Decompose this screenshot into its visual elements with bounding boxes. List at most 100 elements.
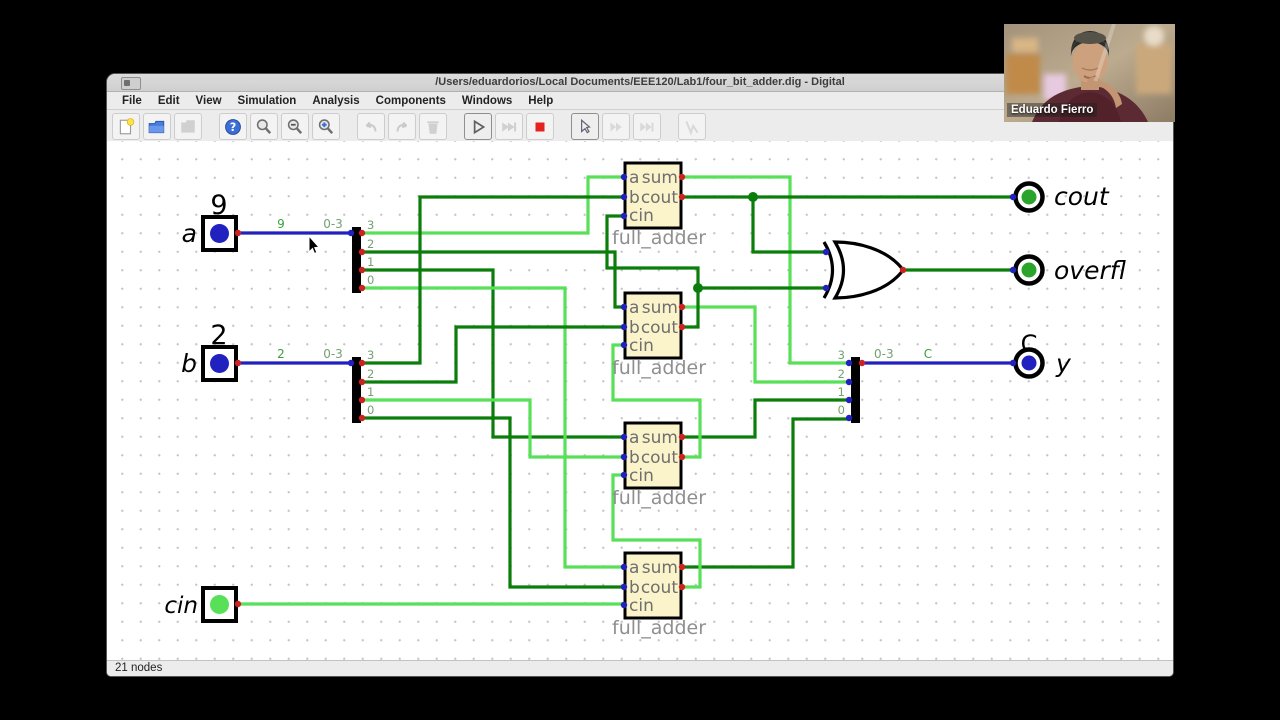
fa1-pin-cout: cout — [641, 448, 679, 468]
zoom-fit-button[interactable] — [250, 113, 278, 140]
wire-b3[interactable] — [362, 195, 624, 365]
run-micro-icon — [640, 122, 654, 131]
fa2-pin-cout: cout — [641, 318, 679, 338]
fa3-pin-cin: cin — [629, 206, 654, 226]
a-bus-value: 9 — [277, 217, 285, 231]
menu-edit[interactable]: Edit — [157, 94, 180, 107]
fa0-pin-a: a — [629, 558, 639, 578]
menu-file[interactable]: File — [122, 94, 142, 107]
zoom-in-icon — [318, 118, 334, 134]
webcam-name-tag: Eduardo Fierro — [1007, 103, 1098, 117]
output-cout-label: cout — [1054, 182, 1110, 211]
wire-a3[interactable] — [362, 175, 624, 235]
fa2-pin-a: a — [629, 298, 639, 318]
zoom-out-button[interactable] — [281, 113, 309, 140]
fa1-label: full_adder — [612, 487, 706, 509]
fa3-pin-a: a — [629, 168, 639, 188]
fa0-pin-cout: cout — [641, 578, 679, 598]
fa2-label: full_adder — [612, 357, 706, 379]
merger-bit3: 3 — [838, 348, 845, 362]
run-to-break-button[interactable] — [571, 113, 599, 140]
output-y-state — [1021, 355, 1037, 371]
full-adder-3[interactable]: a sum b cout cin full_adder — [612, 161, 706, 249]
fa1-pin-b: b — [629, 448, 640, 468]
circuit-canvas[interactable]: a 9 9 0-3 b 2 2 0-3 cin 3 2 — [107, 141, 1173, 660]
wire-sum3[interactable] — [683, 175, 848, 365]
wire-b2[interactable] — [362, 325, 624, 384]
merger-y[interactable] — [851, 357, 860, 423]
menu-help[interactable]: Help — [528, 94, 554, 107]
stop-button[interactable] — [526, 113, 554, 140]
fa0-label: full_adder — [612, 617, 706, 639]
menu-analysis[interactable]: Analysis — [312, 94, 360, 107]
window-proxy-icon[interactable] — [121, 77, 141, 90]
splitter-a-bit3: 3 — [367, 218, 374, 232]
output-y-label: y — [1055, 349, 1072, 378]
input-a-label: a — [182, 219, 197, 248]
xor-gate[interactable] — [822, 240, 905, 300]
micro-step-icon — [610, 122, 622, 131]
wire-sum0[interactable] — [683, 417, 848, 569]
title-bar[interactable]: /Users/eduardorios/Local Documents/EEE12… — [107, 74, 1173, 92]
wire-cout2-to-cin3[interactable] — [605, 214, 700, 329]
run-micro-button — [633, 113, 661, 140]
menu-view[interactable]: View — [195, 94, 222, 107]
splitter-b-bit2: 2 — [367, 367, 374, 381]
open-button[interactable] — [143, 113, 171, 140]
y-bus-range: 0-3 — [874, 347, 894, 361]
output-overfl-state — [1021, 262, 1037, 278]
fa2-pin-cin: cin — [629, 336, 654, 356]
menu-windows[interactable]: Windows — [461, 94, 513, 107]
fa0-pin-sum: sum — [642, 558, 678, 578]
splitter-a[interactable] — [352, 227, 361, 293]
new-button[interactable] — [112, 113, 140, 140]
wire-cout0-to-cin1[interactable] — [611, 473, 702, 589]
wire-cout1-to-cin2[interactable] — [611, 343, 702, 459]
zoom-in-button[interactable] — [312, 113, 340, 140]
b-bus-value: 2 — [277, 347, 285, 361]
splitter-b[interactable] — [352, 357, 361, 423]
fa2-pin-sum: sum — [642, 298, 678, 318]
window-title: /Users/eduardorios/Local Documents/EEE12… — [435, 76, 845, 88]
fa1-pin-cin: cin — [629, 466, 654, 486]
status-bar: 21 nodes — [107, 660, 1173, 676]
open-folder-icon — [148, 120, 165, 133]
wire-b1[interactable] — [362, 398, 624, 459]
wire-b0[interactable] — [362, 416, 624, 589]
input-a-value: 9 — [210, 190, 227, 221]
wire-a1[interactable] — [362, 268, 624, 439]
fa3-pin-sum: sum — [642, 168, 678, 188]
help-button[interactable]: ? — [219, 113, 247, 140]
save-icon — [181, 119, 195, 133]
wire-a2[interactable] — [362, 250, 624, 309]
redo-icon — [396, 121, 408, 132]
input-b-state — [210, 354, 229, 373]
menu-components[interactable]: Components — [375, 94, 446, 107]
play-icon — [473, 119, 486, 134]
toolbar: ? — [107, 110, 1173, 144]
input-cin-label: cin — [164, 593, 198, 619]
input-b-value: 2 — [210, 320, 227, 351]
svg-text:?: ? — [230, 120, 237, 133]
undo-icon — [365, 121, 377, 132]
micro-step-button — [602, 113, 630, 140]
run-button[interactable] — [464, 113, 492, 140]
analysis-button — [678, 113, 706, 140]
wire-a0[interactable] — [362, 286, 624, 569]
y-bus-value: C — [924, 347, 932, 361]
fa0-pin-cin: cin — [629, 596, 654, 616]
input-a-state — [210, 224, 229, 243]
wire-sum1[interactable] — [683, 398, 848, 439]
wire-sum2[interactable] — [683, 305, 848, 384]
full-adder-0[interactable]: a sum b cout cin full_adder — [612, 551, 706, 639]
merger-bit0: 0 — [838, 403, 845, 417]
cursor-gate-icon — [581, 118, 591, 134]
trash-icon — [427, 120, 439, 134]
a-bus-range: 0-3 — [323, 217, 343, 231]
splitter-a-bit2: 2 — [367, 237, 374, 251]
wire-cout3-to-xor[interactable] — [751, 197, 826, 254]
wire-junction — [693, 283, 703, 293]
menu-simulation[interactable]: Simulation — [237, 94, 297, 107]
splitter-b-bit1: 1 — [367, 385, 374, 399]
fa3-pin-cout: cout — [641, 188, 679, 208]
